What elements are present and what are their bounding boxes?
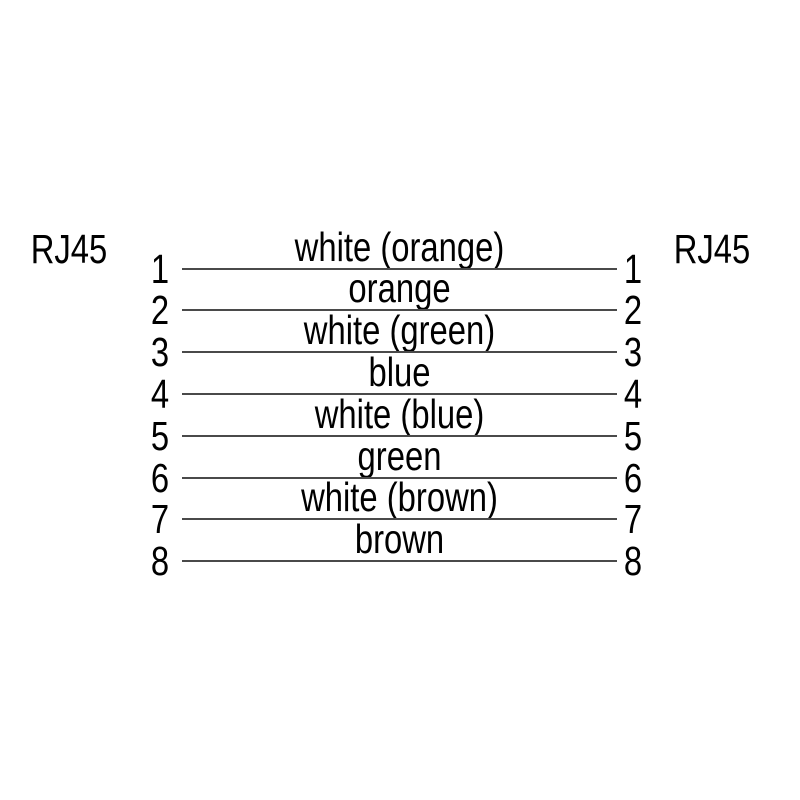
wire-line: [182, 268, 617, 270]
wire-color-label: green: [357, 433, 442, 479]
wire-color-label: white (green): [303, 307, 496, 353]
wire-line: [182, 309, 617, 311]
pin-number-left: 2: [150, 287, 170, 333]
pin-number-left: 4: [150, 371, 170, 417]
wire-color-label: orange: [348, 265, 451, 311]
pin-number-right: 7: [623, 496, 643, 542]
wire-color-label: white (blue): [314, 391, 485, 437]
pin-number-left: 8: [150, 538, 170, 584]
pin-number-left: 5: [150, 413, 170, 459]
pin-number-right: 5: [623, 413, 643, 459]
pin-number-right: 2: [623, 287, 643, 333]
pin-number-left: 6: [150, 455, 170, 501]
pin-number-right: 3: [623, 329, 643, 375]
wire-line: [182, 351, 617, 353]
pin-number-left: 7: [150, 496, 170, 542]
wire-color-label: white (brown): [301, 474, 498, 520]
pin-number-right: 1: [623, 246, 643, 292]
pin-number-right: 6: [623, 455, 643, 501]
connector-label-left: RJ45: [30, 226, 108, 272]
wire-line: [182, 518, 617, 520]
wire-line: [182, 435, 617, 437]
pin-number-right: 4: [623, 371, 643, 417]
pin-number-left: 3: [150, 329, 170, 375]
wire-color-label: blue: [368, 349, 431, 395]
wire-color-label: brown: [354, 516, 445, 562]
wire-line: [182, 477, 617, 479]
wire-line: [182, 393, 617, 395]
wire-line: [182, 560, 617, 562]
pin-number-left: 1: [150, 246, 170, 292]
wire-color-label: white (orange): [294, 224, 505, 270]
pin-number-right: 8: [623, 538, 643, 584]
connector-label-right: RJ45: [673, 226, 751, 272]
